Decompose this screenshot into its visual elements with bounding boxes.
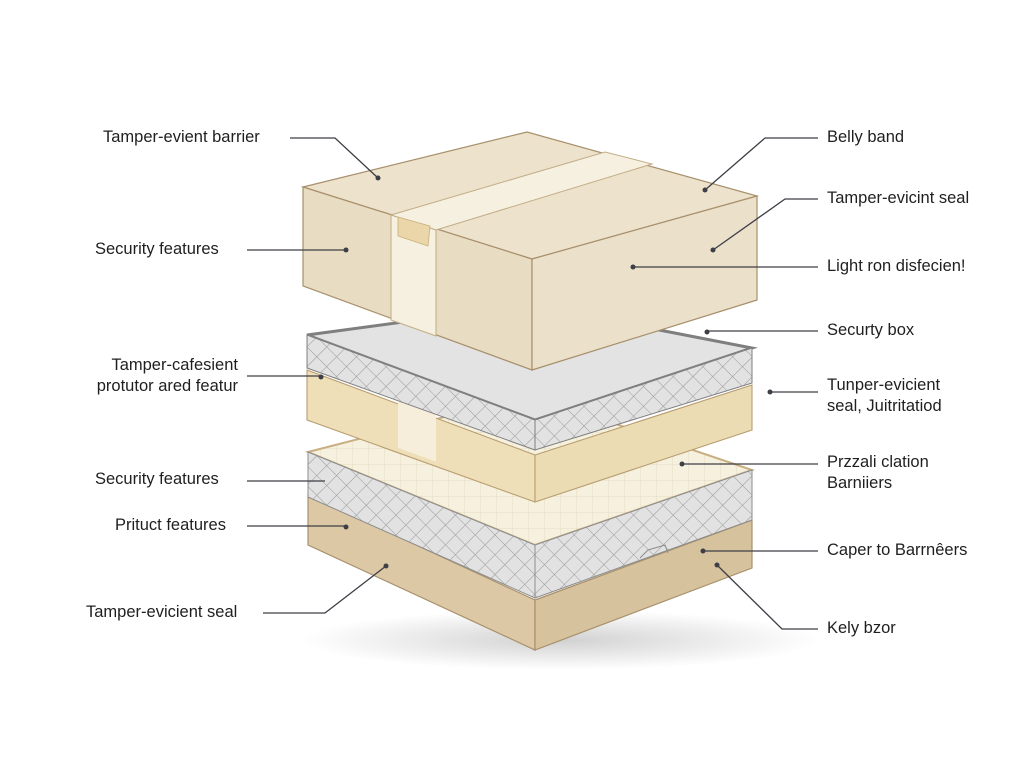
- leader-tamper-evicient-seal-left: [263, 565, 387, 614]
- label-line: Barniiers: [827, 474, 893, 492]
- outer-box: [300, 131, 760, 371]
- belly-band-tab: [397, 216, 431, 247]
- label-line: Tamper-evicint seal: [827, 189, 970, 207]
- label-tamper-evicient-seal-left: Tamper-evicient seal: [86, 602, 237, 623]
- tray-notch: [639, 544, 669, 559]
- label-przzali-clation: Przzali clation Barniiers: [827, 452, 929, 494]
- arrow-belly-band: [702, 187, 708, 193]
- label-line: Securty box: [827, 321, 915, 339]
- arrow-security-features-top: [343, 247, 349, 253]
- arrow-tamper-evicint-seal: [710, 247, 716, 253]
- base-box-side: [534, 519, 753, 651]
- label-pritucts-features: Prituct features: [115, 515, 226, 536]
- base-box: [307, 494, 753, 651]
- leader-tamper-evient-barrier: [290, 137, 379, 179]
- label-line: Security features: [95, 470, 219, 488]
- foam-block: [306, 369, 753, 503]
- left-leaders: [247, 137, 389, 614]
- label-light-ron: Light ron disfecien!: [827, 256, 966, 277]
- label-line: Belly band: [827, 128, 905, 146]
- leader-tamper-evicint-seal: [712, 198, 818, 251]
- arrow-kely-bzor: [714, 562, 720, 568]
- arrow-tamper-cafesient: [318, 374, 324, 380]
- arrow-tamper-evicient-seal-left: [383, 563, 389, 569]
- label-caper-to-barrneers: Caper to Barrnêers: [827, 540, 967, 561]
- label-tamper-evient-barrier: Tamper-evient barrier: [103, 127, 260, 148]
- label-line: Prituct features: [115, 516, 226, 534]
- label-tamper-evicint-seal: Tamper-evicint seal: [827, 188, 969, 209]
- label-line: Tamper-evicient seal: [86, 603, 238, 621]
- label-line: seal, Juitritatiod: [827, 397, 942, 415]
- leader-belly-band: [704, 137, 818, 191]
- label-belly-band: Belly band: [827, 127, 904, 148]
- foam-block-band: [398, 395, 436, 462]
- label-line: Tamper-cafesient: [111, 356, 238, 374]
- label-line: Kely bzor: [827, 619, 896, 637]
- leader-kely-bzor: [716, 564, 818, 630]
- label-line: Przzali clation: [827, 453, 929, 471]
- label-line: Light ron disfecien!: [827, 257, 966, 275]
- label-line: protutor ared featur: [96, 377, 238, 395]
- grid-tray-side-mesh: [534, 469, 753, 599]
- foam-block-side: [534, 384, 753, 503]
- label-securty-box: Securty box: [827, 320, 914, 341]
- outer-box-side: [531, 195, 758, 371]
- arrow-light-ron: [630, 264, 636, 270]
- arrow-pritucts-features: [343, 524, 349, 530]
- right-leaders: [630, 137, 818, 630]
- label-security-features-top: Security features: [95, 239, 219, 260]
- label-line: Tunper-evicient: [827, 376, 941, 394]
- arrow-przzali-clation: [679, 461, 685, 467]
- label-line: Caper to Barrnêers: [827, 541, 968, 559]
- security-lid-side-mesh: [534, 347, 753, 451]
- label-kely-bzor: Kely bzor: [827, 618, 896, 639]
- label-security-features-mid: Security features: [95, 469, 219, 490]
- arrow-tamper-evient-barrier: [375, 175, 381, 181]
- arrow-caper-to-barrneers: [700, 548, 706, 554]
- label-line: Security features: [95, 240, 219, 258]
- label-tamper-cafesient: Tamper-cafesient protutor ared featur: [77, 355, 238, 397]
- arrow-tunper-evicient: [767, 389, 773, 395]
- label-line: Tamper-evient barrier: [103, 128, 260, 146]
- label-tunper-evicient: Tunper-evicient seal, Juitritatiod: [827, 375, 942, 417]
- arrow-securty-box: [704, 329, 710, 335]
